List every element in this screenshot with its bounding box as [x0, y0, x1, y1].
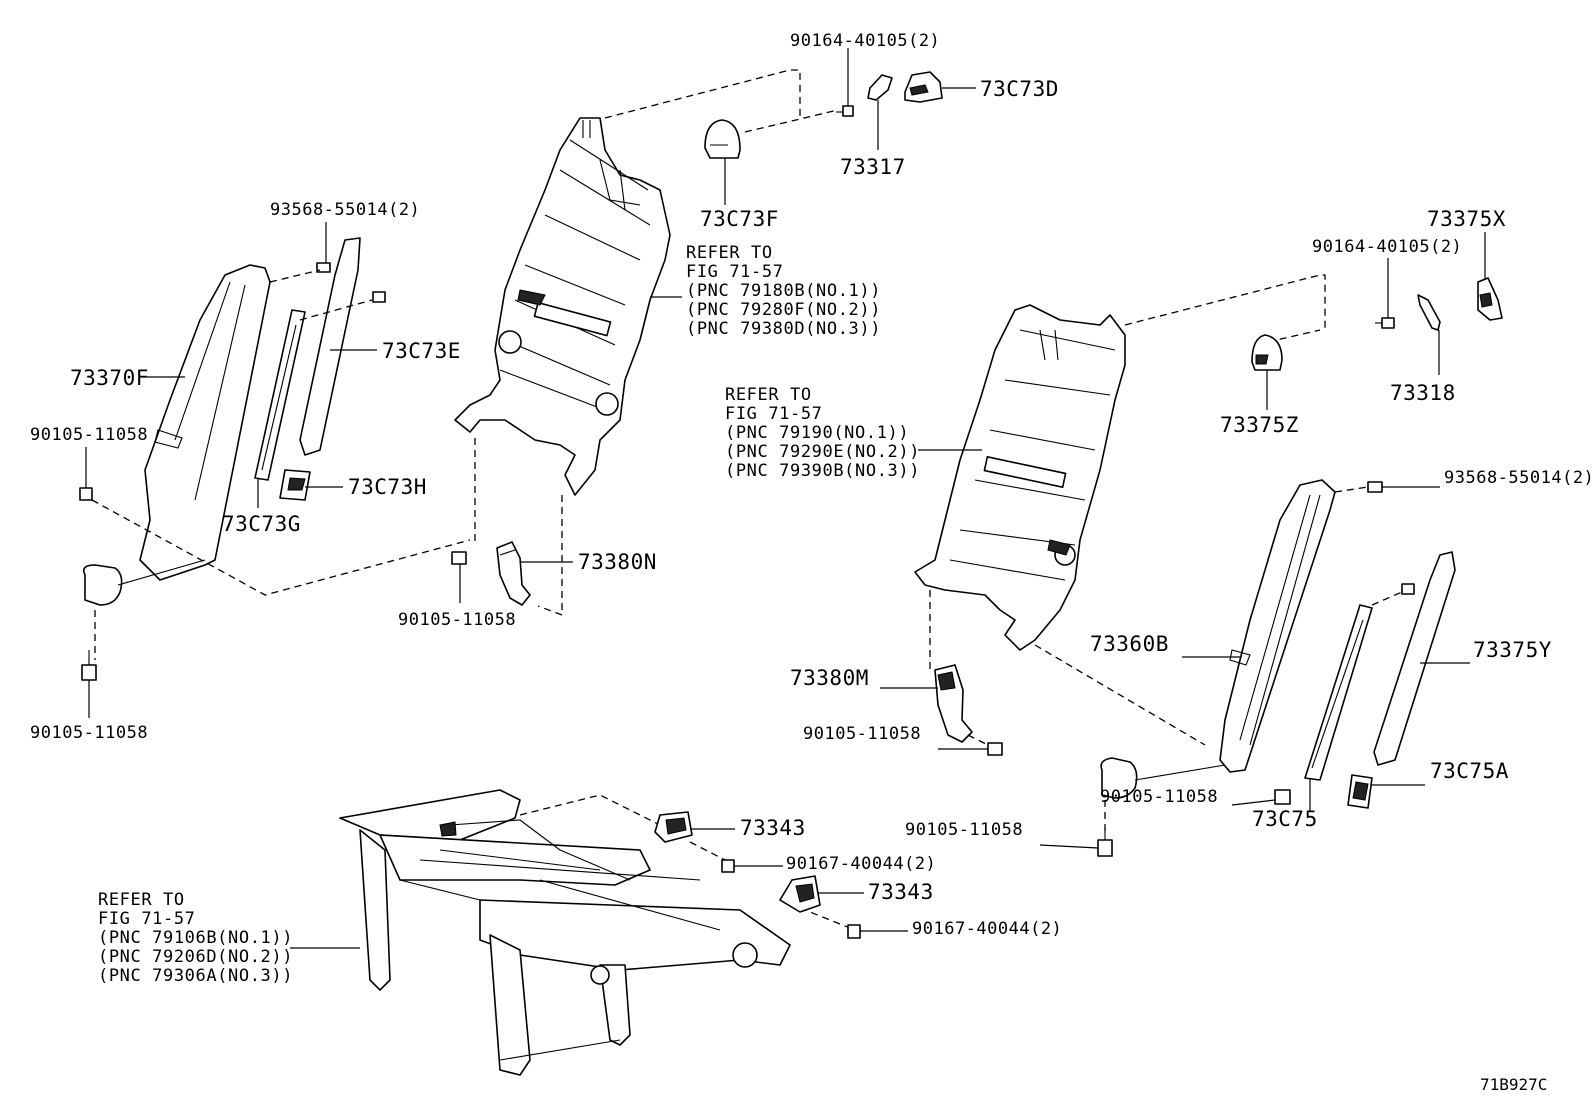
buckle-73380M-drawing	[934, 664, 973, 743]
trim-73C73E-drawing	[299, 237, 361, 456]
label-73C75[interactable]: 73C75	[1252, 807, 1318, 831]
screw-93568-left-drawing	[316, 262, 386, 303]
label-93568-55014-left[interactable]: 93568-55014(2)	[270, 200, 420, 220]
buckle-73380N-drawing	[496, 541, 531, 606]
refer-note-seatback-left[interactable]: REFER TO FIG 71-57 (PNC 79180B(NO.1)) (P…	[686, 243, 881, 339]
seatback-frame-left-drawing	[454, 117, 671, 496]
cover-73C73F-drawing	[704, 119, 741, 159]
refer-note-line: REFER TO	[98, 890, 185, 910]
trim-73C73G-drawing	[254, 309, 306, 481]
label-90105-11058-a[interactable]: 90105-11058	[30, 425, 148, 445]
seatback-frame-right-drawing	[914, 304, 1126, 651]
label-90164-40105-right[interactable]: 90164-40105(2)	[1312, 237, 1462, 257]
label-73317[interactable]: 73317	[840, 155, 906, 179]
seat-belt-73370F-drawing	[82, 264, 271, 606]
label-93568-55014-right[interactable]: 93568-55014(2)	[1444, 468, 1592, 488]
refer-note-line: (PNC 79380D(NO.3))	[686, 319, 881, 339]
bolt-90105-c-drawing	[81, 650, 97, 681]
refer-note-line: (PNC 79290E(NO.2))	[725, 442, 920, 462]
refer-note-line: (PNC 79390B(NO.3))	[725, 461, 920, 481]
refer-note-line: (PNC 79180B(NO.1))	[686, 281, 881, 301]
part-labels: 90164-40105(2) 73C73D 73317 73C73F 93568…	[30, 31, 1592, 939]
label-73343-b[interactable]: 73343	[868, 880, 934, 904]
refer-note-seatback-right[interactable]: REFER TO FIG 71-57 (PNC 79190(NO.1)) (PN…	[725, 385, 920, 481]
bracket-73317-drawing	[867, 74, 893, 101]
refer-note-line: FIG 71-57	[725, 404, 823, 424]
label-90105-11058-f[interactable]: 90105-11058	[905, 820, 1023, 840]
bracket-73318-drawing	[1417, 294, 1441, 331]
cover-73C73H-drawing	[279, 469, 311, 501]
bolt-90105-f-drawing	[1097, 828, 1113, 857]
bolt-90105-e-drawing	[1274, 789, 1291, 805]
refer-note-line: FIG 71-57	[98, 909, 196, 929]
trim-73375Y-drawing	[1373, 551, 1456, 766]
label-90105-11058-c[interactable]: 90105-11058	[30, 723, 148, 743]
screw-90164-left-drawing	[836, 105, 854, 117]
bolt-90105-b-drawing	[451, 551, 467, 565]
screw-90167-a-drawing	[721, 859, 735, 873]
label-73375Z[interactable]: 73375Z	[1220, 413, 1299, 437]
label-73370F[interactable]: 73370F	[70, 366, 149, 390]
refer-note-line: (PNC 79306A(NO.3))	[98, 966, 293, 986]
label-90164-40105-left[interactable]: 90164-40105(2)	[790, 31, 940, 51]
screw-93568-right-drawing	[1367, 481, 1415, 595]
label-73380N[interactable]: 73380N	[578, 550, 657, 574]
refer-note-line: (PNC 79190(NO.1))	[725, 423, 909, 443]
cover-73375Z-drawing	[1251, 334, 1283, 371]
diagram-code: 71B927C	[1480, 1075, 1547, 1094]
label-90105-11058-e[interactable]: 90105-11058	[1100, 787, 1218, 807]
cover-73375X-drawing	[1477, 277, 1503, 321]
label-73C73F[interactable]: 73C73F	[700, 207, 779, 231]
label-73C73D[interactable]: 73C73D	[980, 77, 1059, 101]
label-73318[interactable]: 73318	[1390, 381, 1456, 405]
refer-note-line: REFER TO	[725, 385, 812, 405]
label-73343-a[interactable]: 73343	[740, 816, 806, 840]
cover-73343-b-drawing	[779, 875, 821, 913]
bolt-90105-d-drawing	[987, 742, 1003, 756]
refer-note-line: REFER TO	[686, 243, 773, 263]
screw-90164-right-drawing	[1375, 317, 1395, 329]
label-90167-40044-a[interactable]: 90167-40044(2)	[786, 854, 936, 874]
label-73380M[interactable]: 73380M	[790, 666, 869, 690]
seat-cushion-frame-drawing	[339, 789, 791, 1076]
refer-note-cushion-frame[interactable]: REFER TO FIG 71-57 (PNC 79106B(NO.1)) (P…	[98, 890, 293, 986]
label-73360B[interactable]: 73360B	[1090, 632, 1169, 656]
label-73375X[interactable]: 73375X	[1427, 207, 1506, 231]
cover-73C73D-drawing	[904, 71, 943, 103]
refer-note-line: (PNC 79106B(NO.1))	[98, 928, 293, 948]
label-73C75A[interactable]: 73C75A	[1430, 759, 1509, 783]
label-90105-11058-b[interactable]: 90105-11058	[398, 610, 516, 630]
cover-73343-a-drawing	[654, 811, 693, 843]
label-73C73E[interactable]: 73C73E	[382, 339, 461, 363]
refer-note-line: FIG 71-57	[686, 262, 784, 282]
bolt-90105-a-drawing	[79, 487, 93, 501]
refer-note-line: (PNC 79206D(NO.2))	[98, 947, 293, 967]
label-73C73H[interactable]: 73C73H	[348, 475, 427, 499]
screw-90167-b-drawing	[847, 924, 861, 939]
label-73C73G[interactable]: 73C73G	[222, 512, 301, 536]
label-90167-40044-b[interactable]: 90167-40044(2)	[912, 919, 1062, 939]
cover-73C75A-drawing	[1347, 774, 1373, 809]
seat-belt-73360B-drawing	[1100, 479, 1336, 799]
label-73375Y[interactable]: 73375Y	[1473, 638, 1552, 662]
label-90105-11058-d[interactable]: 90105-11058	[803, 724, 921, 744]
refer-note-line: (PNC 79280F(NO.2))	[686, 300, 881, 320]
trim-73C75-drawing	[1304, 604, 1373, 781]
